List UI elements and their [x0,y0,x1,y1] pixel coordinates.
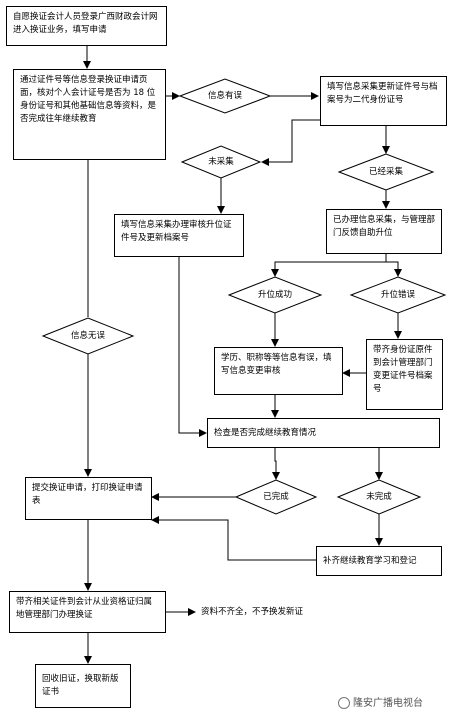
node-incomplete-docs: 资料不齐全，不予换发新证 [201,607,304,617]
node-bring-docs: 带齐相关证件到会计从业资格证归属地管理部门办理换证 [9,591,166,633]
decision-upgrade-err-shape [349,276,447,314]
node-check-info: 通过证件号等信息登录换证申请页面，核对个人会计证号是否为 18 位身份证号和其他… [13,69,166,160]
decision-upgrade-ok: 升位成功 [257,290,292,300]
decision-collected: 已经采集 [368,167,403,177]
decision-info-ok-shape [41,317,135,355]
node-update-id: 填写信息采集更新证件号与档案号为二代身份证号 [320,76,447,126]
decision-upgrade-err: 升位错误 [380,290,415,300]
decision-not-done-shape [336,479,422,515]
decision-done-shape [234,479,318,515]
watermark-text: 隆安广播电视台 [353,698,423,709]
decision-done: 已完成 [263,492,289,502]
decision-info-error: 信息有误 [207,91,242,101]
node-apply-start: 自愿换证会计人员登录广西财政会计网进入换证业务，填写申请 [6,6,167,46]
wechat-logo-icon [338,697,350,709]
decision-collected-shape [337,153,435,191]
decision-not-collected: 未采集 [208,157,234,167]
decision-upgrade-ok-shape [227,276,323,314]
node-recycle: 回收旧证，换取新版证书 [35,664,131,708]
node-done-collect-notify: 已办理信息采集，与管理部门反馈自助升位 [326,209,442,254]
watermark: 隆安广播电视台 [338,694,423,709]
node-edu-change: 学历、职称等等信息有误，填写信息变更审核 [214,347,343,395]
decision-info-ok: 信息无误 [70,331,105,341]
node-complete-edu: 补齐继续教育学习和登记 [316,546,442,576]
node-bring-id: 带齐身份证原件到会计管理部门变更证件号档案号 [366,339,443,410]
decision-not-collected-shape [180,145,262,179]
decision-not-done: 未完成 [366,492,392,502]
node-fill-collect: 填写信息采集办理审核升位证件号及更新档案号 [114,214,244,257]
node-submit-print: 提交换证申请，打印换证申请表 [25,477,152,520]
node-check-edu: 检查是否完成继续教育情况 [207,418,440,448]
